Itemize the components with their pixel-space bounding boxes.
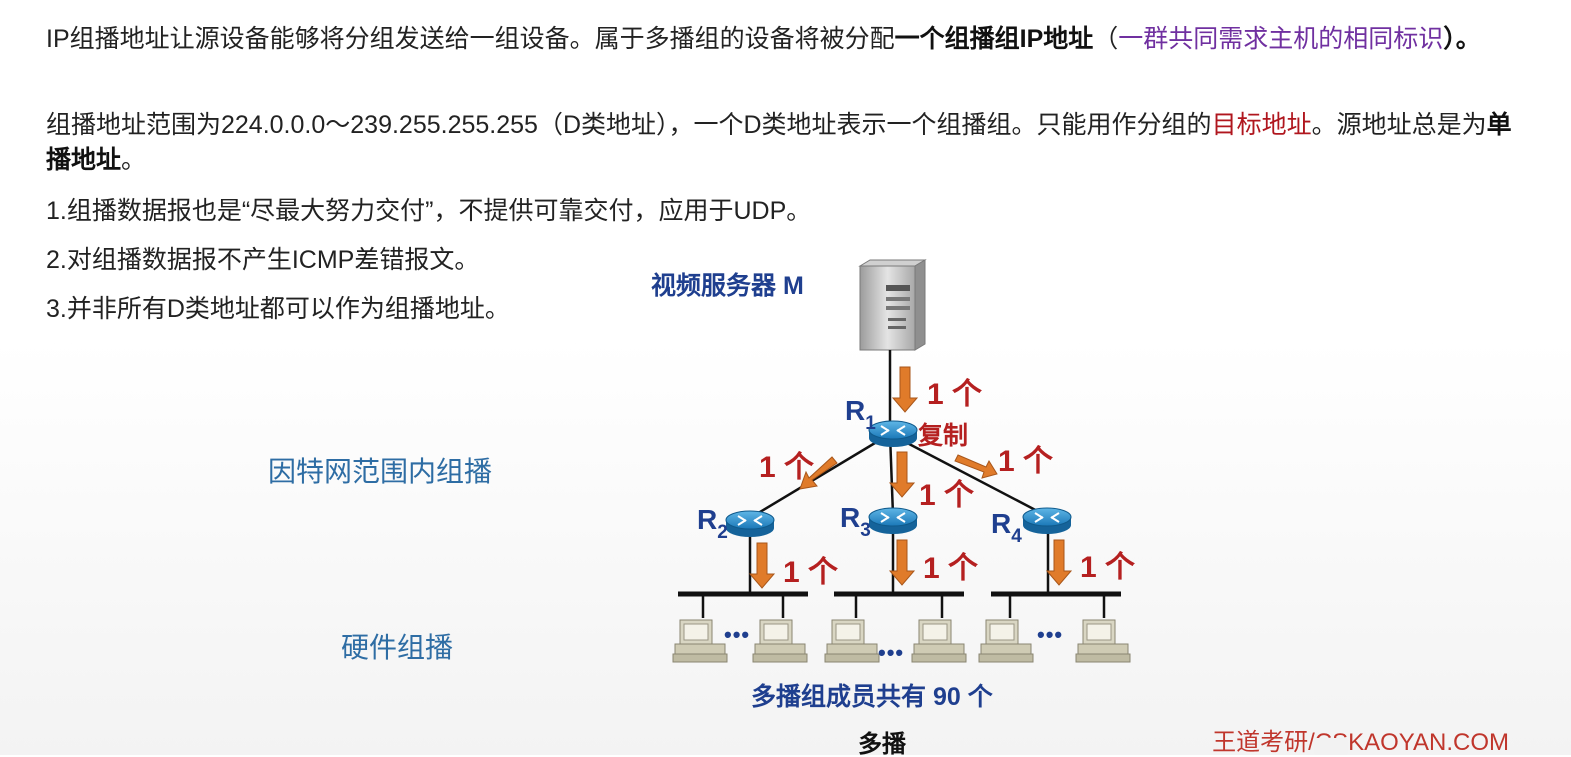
member-pc-icon bbox=[911, 619, 967, 663]
arrow-down-icon bbox=[891, 366, 919, 413]
member-pc-icon bbox=[1075, 619, 1131, 663]
member-pc-icon bbox=[978, 619, 1034, 663]
ellipsis-3: ••• bbox=[1037, 622, 1063, 647]
router-r1-icon bbox=[868, 420, 918, 448]
intro-bold: 一个组播组IP地址 bbox=[894, 25, 1094, 53]
watermark-overlay bbox=[1314, 738, 1348, 755]
server-label: 视频服务器 M bbox=[651, 272, 804, 300]
range-red: 目标地址 bbox=[1211, 111, 1312, 139]
range-bold: 单播地址 bbox=[46, 111, 1512, 174]
intro-close: ）。 bbox=[1443, 25, 1481, 53]
intro-paragraph: IP组播地址让源设备能够将分组发送给一组设备。属于多播组的设备将被分配一个组播组… bbox=[46, 22, 1516, 57]
lan-bus-3 bbox=[991, 591, 1121, 618]
intro-open-paren: （ bbox=[1093, 25, 1119, 53]
internet-multicast-label: 因特网范围内组播 bbox=[268, 456, 493, 487]
router-r4-label: R4 bbox=[991, 508, 1022, 547]
router-r4-icon bbox=[1022, 507, 1072, 535]
arrow-down-icon bbox=[1045, 539, 1073, 586]
router-r2-icon bbox=[725, 510, 775, 538]
copy-label: 复制 bbox=[918, 421, 968, 450]
arrow-down-icon bbox=[888, 451, 916, 498]
arrow-down-icon bbox=[888, 539, 916, 586]
flow-arrows bbox=[748, 366, 1073, 589]
intro-purple: 一群共同需求主机的相同标识 bbox=[1118, 25, 1444, 53]
hardware-multicast-label: 硬件组播 bbox=[341, 632, 454, 663]
watermark: 王道考研/CSKAOYAN.COM bbox=[1212, 729, 1509, 756]
point-2: 2.对组播数据报不产生ICMP差错报文。 bbox=[46, 246, 480, 274]
member-pc-icon bbox=[672, 619, 728, 663]
point-3: 3.并非所有D类地址都可以作为组播地址。 bbox=[46, 295, 510, 323]
range-paragraph: 组播地址范围为224.0.0.0～239.255.255.255（D类地址），一… bbox=[46, 108, 1516, 178]
router-r2-label: R2 bbox=[697, 504, 728, 543]
router-r3-label: R3 bbox=[840, 502, 871, 541]
video-server-icon bbox=[858, 259, 927, 351]
arrow-down-icon bbox=[748, 542, 776, 589]
lan-bus-2 bbox=[834, 591, 964, 618]
count-label: 1 个 bbox=[1080, 551, 1136, 584]
arrow-right-icon bbox=[954, 454, 998, 479]
ellipsis-2: ••• bbox=[878, 640, 904, 665]
router-r1-label: R1 bbox=[845, 395, 876, 434]
arrow-left-icon bbox=[799, 456, 838, 490]
members-caption: 多播组成员共有 90 个 bbox=[751, 683, 994, 711]
lan-bus-1 bbox=[678, 591, 808, 618]
count-label: 1 个 bbox=[923, 552, 979, 585]
ellipsis-1: ••• bbox=[724, 622, 750, 647]
intro-text: IP组播地址让源设备能够将分组发送给一组设备。属于多播组的设备将被分配 bbox=[46, 25, 895, 53]
count-label: 1 个 bbox=[783, 556, 839, 589]
count-labels: 1 个 1 个 1 个 1 个 1 个 1 个 1 个 bbox=[759, 378, 1136, 589]
range-end: 。 bbox=[121, 146, 147, 174]
point-1: 1.组播数据报也是“尽最大努力交付”，不提供可靠交付，应用于UDP。 bbox=[46, 197, 812, 225]
count-label: 1 个 bbox=[927, 378, 983, 411]
member-pc-icon bbox=[824, 619, 880, 663]
range-text2: 。源地址总是为 bbox=[1311, 111, 1487, 139]
member-pc-icon bbox=[752, 619, 808, 663]
count-label: 1 个 bbox=[759, 451, 815, 484]
router-r3-icon bbox=[868, 507, 918, 535]
range-text: 组播地址范围为224.0.0.0～239.255.255.255（D类地址），一… bbox=[46, 111, 1212, 139]
count-label: 1 个 bbox=[998, 445, 1054, 478]
diagram-caption: 多播 bbox=[858, 731, 907, 755]
count-label: 1 个 bbox=[919, 479, 975, 512]
